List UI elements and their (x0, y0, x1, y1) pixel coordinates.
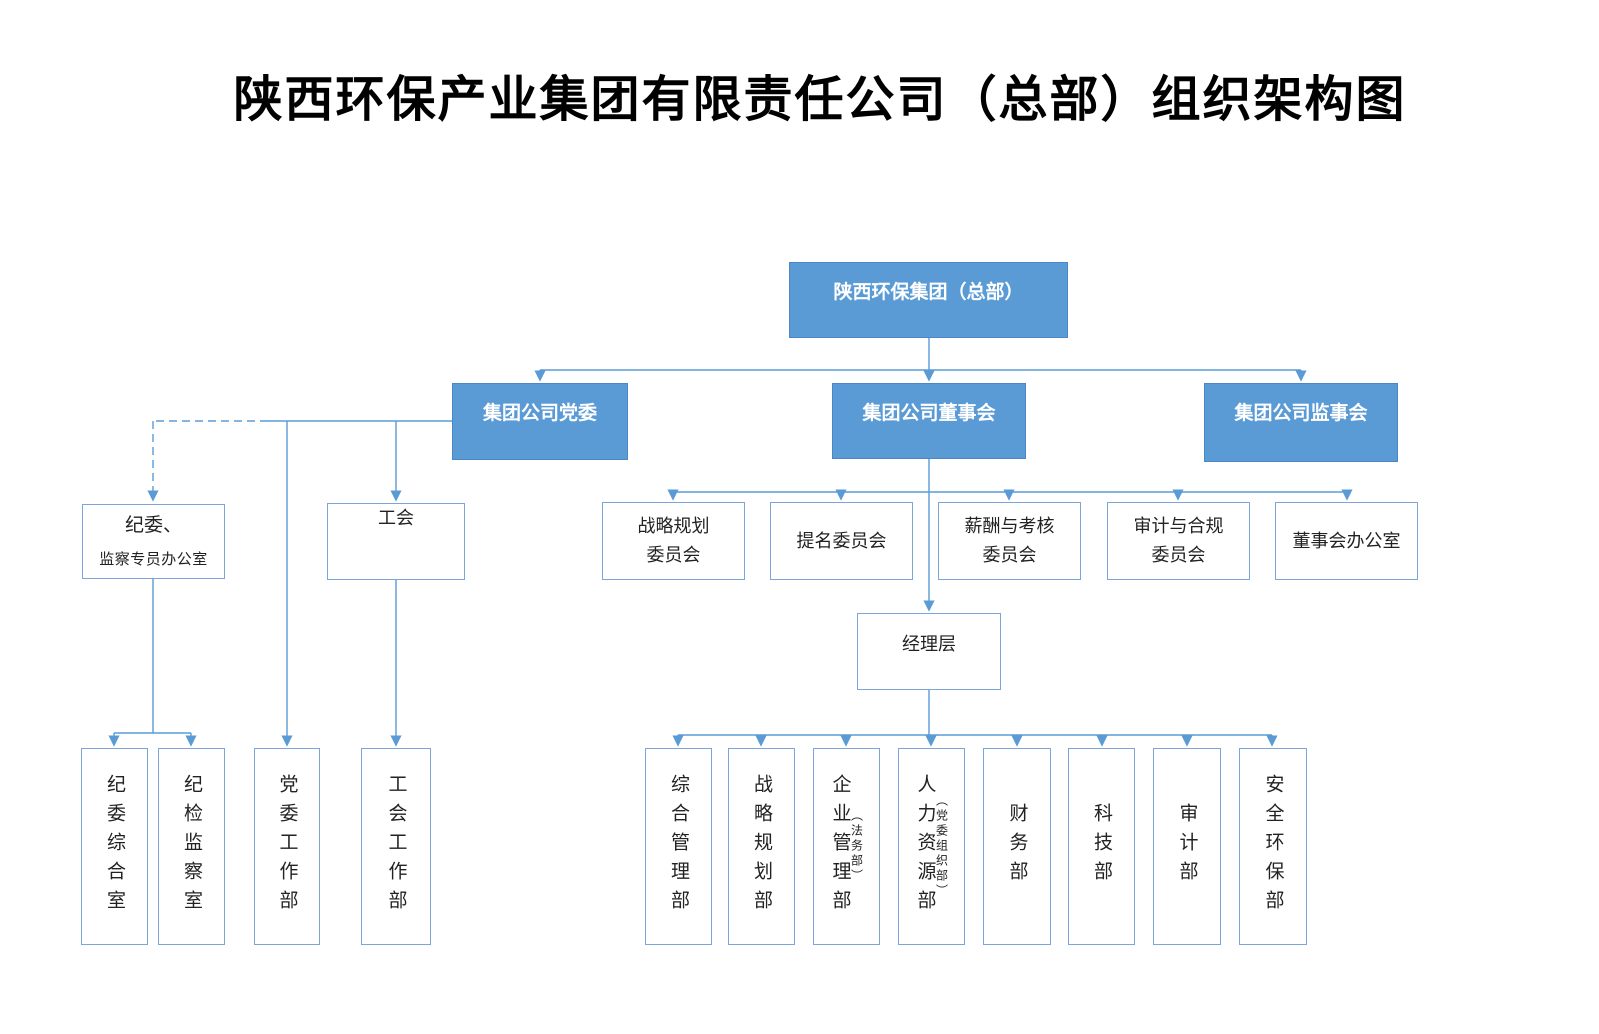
node-nomination-committee: 提名委员会 (770, 502, 913, 580)
node-compensation-assessment-committee: 薪酬与考核 委员会 (938, 502, 1081, 580)
node-science-technology-dept: 科技部 (1068, 748, 1135, 945)
node-discipline-supervision-office: 纪检监察室 (158, 748, 225, 945)
labor-union-label: 工会 (378, 508, 414, 528)
committee-label-line1: 薪酬与考核 (964, 516, 1055, 537)
dept-label: 战略规划部 (751, 774, 772, 919)
discipline-office-line1: 纪委、 (124, 515, 182, 537)
node-board-of-supervisors-label: 集团公司监事会 (1234, 403, 1368, 424)
committee-label-line1: 董事会办公室 (1292, 530, 1401, 551)
node-party-committee: 集团公司党委 (452, 383, 628, 460)
dept-label: 财务部 (1006, 803, 1028, 890)
node-enterprise-management-dept: 企业管理部 （法务部） (813, 748, 880, 945)
node-group-hq: 陕西环保集团（总部） (789, 262, 1068, 338)
node-labor-union: 工会 (327, 503, 465, 580)
node-audit-compliance-committee: 审计与合规 委员会 (1107, 502, 1250, 580)
committee-label-line1: 提名委员会 (796, 530, 887, 551)
dept-label: 科技部 (1091, 803, 1112, 890)
node-management-layer: 经理层 (857, 613, 1001, 690)
management-layer-label: 经理层 (902, 634, 956, 655)
committee-label-line2: 委员会 (982, 545, 1037, 565)
committee-label-line1: 审计与合规 (1133, 516, 1224, 537)
dept-label: 企业管理部 (829, 774, 851, 919)
node-group-hq-label: 陕西环保集团（总部） (833, 282, 1024, 303)
node-party-work-dept: 党委工作部 (254, 748, 320, 945)
node-strategy-planning-committee: 战略规划 委员会 (602, 502, 745, 580)
discipline-office-line2: 监察专员办公室 (99, 550, 208, 568)
node-audit-dept: 审计部 (1153, 748, 1221, 945)
committee-label-line1: 战略规划 (637, 516, 710, 537)
dept-annotation: （党委组织部） (934, 794, 949, 899)
node-human-resources-dept: 人力资源部 （党委组织部） (898, 748, 965, 945)
sub-office-label: 工会工作部 (385, 774, 407, 919)
node-board-office: 董事会办公室 (1275, 502, 1418, 580)
committee-label-line2: 委员会 (646, 545, 701, 565)
sub-office-label: 党委工作部 (276, 774, 298, 919)
node-discipline-inspection-office: 纪委、 监察专员办公室 (82, 504, 225, 579)
node-party-committee-label: 集团公司党委 (482, 403, 597, 424)
node-board-of-directors: 集团公司董事会 (832, 383, 1026, 459)
node-safety-environment-dept: 安全环保部 (1239, 748, 1307, 945)
dept-label: 审计部 (1176, 803, 1198, 890)
node-board-of-supervisors: 集团公司监事会 (1204, 383, 1398, 462)
node-finance-dept: 财务部 (983, 748, 1051, 945)
node-discipline-general-office: 纪委综合室 (81, 748, 148, 945)
node-strategy-planning-dept: 战略规划部 (728, 748, 795, 945)
sub-office-label: 纪检监察室 (181, 774, 202, 919)
dept-annotation: （法务部） (849, 809, 864, 884)
node-board-of-directors-label: 集团公司董事会 (862, 403, 996, 424)
node-general-management-dept: 综合管理部 (645, 748, 712, 945)
dept-label: 安全环保部 (1262, 774, 1284, 919)
committee-label-line2: 委员会 (1151, 545, 1206, 565)
sub-office-label: 纪委综合室 (104, 774, 125, 919)
node-union-work-dept: 工会工作部 (361, 748, 431, 945)
chart-title: 陕西环保产业集团有限责任公司（总部）组织架构图 (233, 72, 1407, 127)
dept-label: 综合管理部 (668, 774, 689, 919)
dept-label: 人力资源部 (914, 774, 936, 919)
